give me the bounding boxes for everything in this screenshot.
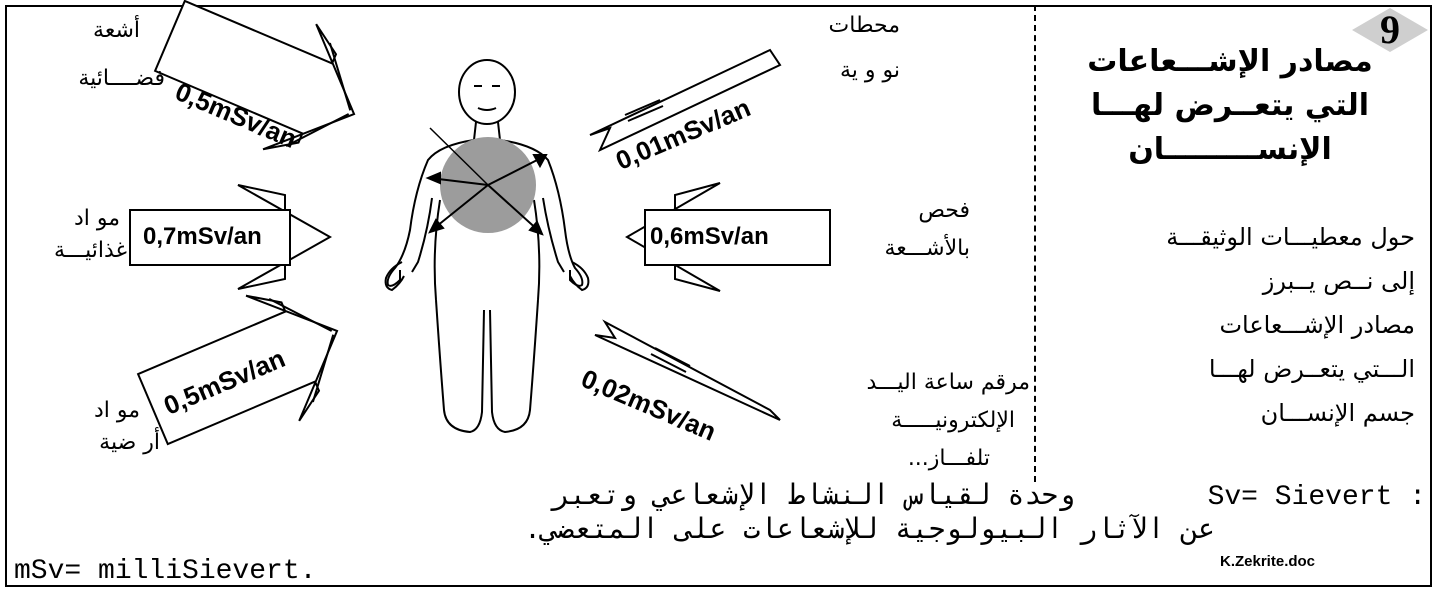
food-label-line2: غذائيـــة (12, 240, 127, 262)
head (459, 60, 515, 124)
xray-dose: 0,6mSv/an (650, 225, 769, 249)
electronics-label-line1: مرقم ساعة اليـــد (790, 372, 1030, 394)
instruction-line-4: الـــتي يتعــرض لهـــا (1050, 347, 1415, 391)
title-line-3: الإنســـــــــان (1050, 128, 1410, 172)
food-label-line1: مو اد (30, 208, 120, 230)
cosmic-label-line2: فضــــائية (10, 68, 165, 90)
electronics-label-line3: تلفـــاز... (830, 448, 990, 470)
title-line-2: التي يتعــرض لهـــا (1050, 84, 1410, 128)
terrestrial-label-line1: مو اد (60, 400, 140, 422)
instruction-line-5: جسم الإنســـان (1050, 391, 1415, 435)
human-body (386, 60, 589, 432)
xray-label-line1: فحص (840, 200, 970, 222)
cosmic-label-line1: أشعة (60, 20, 140, 42)
instruction-line-3: مصادر الإشـــعاعات (1050, 303, 1415, 347)
instruction-text: حول معطيـــات الوثيقـــة إلى نــص يــبرز… (1050, 215, 1415, 435)
footer-sv-text: وحدة لقياس النشاط الإشعاعي وتعبر (275, 484, 1075, 512)
footer-line-2: عن الآثار البيولوجية للإشعاعات على المتع… (115, 518, 1215, 546)
terrestrial-label-line2: أر ضية (60, 432, 160, 454)
nuclear-label-line2: نو و ية (790, 60, 900, 82)
footer-msv-definition: mSv= milliSievert. (14, 558, 316, 586)
author-credit: K.Zekrite.doc (1220, 553, 1315, 570)
footer-sv-definition: Sv= Sievert : (1208, 484, 1426, 512)
food-dose: 0,7mSv/an (143, 225, 262, 249)
nuclear-label-line1: محطات (790, 15, 900, 37)
xray-label-line2: بالأشـــعة (835, 238, 970, 260)
title-line-1: مصادر الإشـــعاعات (1050, 40, 1410, 84)
document-title: مصادر الإشـــعاعات التي يتعــرض لهـــا ا… (1050, 40, 1410, 172)
electronics-label-line2: الإلكترونيـــــة (790, 410, 1015, 432)
instruction-line-2: إلى نــص يــبرز (1050, 259, 1415, 303)
instruction-line-1: حول معطيـــات الوثيقـــة (1050, 215, 1415, 259)
eyes (474, 86, 500, 110)
left-arm-inner (412, 198, 432, 272)
legs (436, 300, 538, 432)
